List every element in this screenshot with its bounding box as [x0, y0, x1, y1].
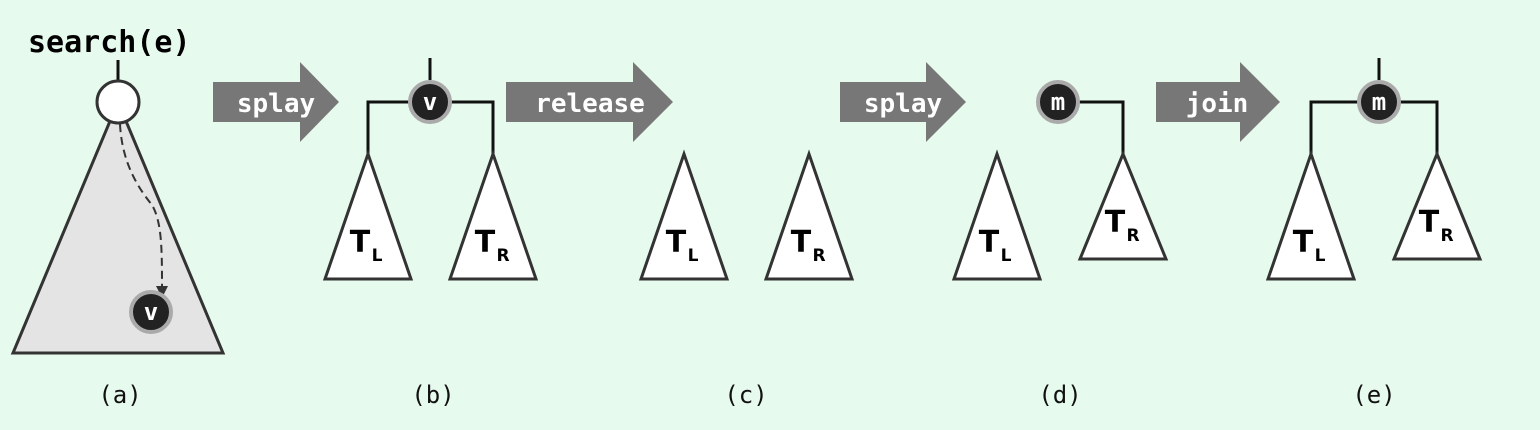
caption-c: (c) [724, 381, 767, 409]
search-tree [10, 98, 226, 355]
panel-d: T L T R m (d) [951, 80, 1169, 409]
splay-arrow-shape [213, 62, 339, 142]
subtree-tl [638, 149, 730, 281]
node-m [1357, 80, 1401, 124]
subtree-tr [1077, 150, 1169, 261]
subtree-tl [1265, 149, 1357, 281]
subtree-tr [447, 149, 539, 281]
root-node [95, 79, 141, 125]
panel-a: search(e) v (a) [10, 25, 226, 409]
arrow-join: join [1156, 62, 1280, 142]
search-path-arrowhead [156, 286, 168, 298]
subtree-tl-l: L [1001, 246, 1012, 266]
node-v-label: v [423, 88, 437, 116]
subtree-tl-l: L [688, 246, 699, 266]
subtree-tr-t: T [1419, 205, 1440, 240]
search-path [119, 123, 163, 291]
subtree-tl-t: T [350, 225, 371, 260]
join-arrow-shape [1156, 62, 1280, 142]
child-edge-right [1078, 100, 1125, 154]
node-m-label: m [1372, 88, 1386, 116]
arrow-release: release [506, 62, 673, 142]
subtree-tl-t: T [1293, 225, 1314, 260]
join-arrow-label: join [1186, 89, 1249, 119]
node-v-label: v [144, 298, 158, 326]
subtree-tr-t: T [791, 225, 812, 260]
splay-arrow-label: splay [864, 89, 942, 119]
node-m [1036, 80, 1080, 124]
subtree-tl-l: L [1315, 246, 1326, 266]
subtree-tr [763, 149, 855, 281]
arrow-splay-2: splay [840, 62, 966, 142]
node-v [408, 80, 452, 124]
splay-arrow-label: splay [237, 89, 315, 119]
splay-arrow-shape [840, 62, 966, 142]
caption-e: (e) [1352, 381, 1395, 409]
subtree-tr-t: T [1105, 205, 1126, 240]
caption-a: (a) [98, 381, 141, 409]
subtree-tl [322, 149, 414, 281]
panel-c: T L T R (c) [638, 149, 855, 409]
node-v [129, 290, 173, 334]
arrow-splay-1: splay [213, 62, 339, 142]
subtree-tl-t: T [666, 225, 687, 260]
subtree-tl [951, 149, 1043, 281]
caption-b: (b) [411, 381, 454, 409]
subtree-tr-r: R [1126, 226, 1139, 246]
subtree-tr-r: R [1440, 226, 1453, 246]
subtree-tr-t: T [475, 225, 496, 260]
panel-b: T L T R v (b) [322, 58, 539, 409]
release-arrow-shape [506, 62, 673, 142]
subtree-tr-r: R [496, 246, 509, 266]
release-arrow-label: release [535, 89, 645, 119]
caption-d: (d) [1038, 381, 1081, 409]
node-m-label: m [1051, 88, 1065, 116]
subtree-tr-r: R [812, 246, 825, 266]
operation-label: search(e) [28, 25, 191, 60]
subtree-tl-l: L [372, 246, 383, 266]
subtree-tl-t: T [979, 225, 1000, 260]
subtree-tr [1391, 150, 1483, 261]
panel-e: T L T R m (e) [1265, 58, 1483, 409]
